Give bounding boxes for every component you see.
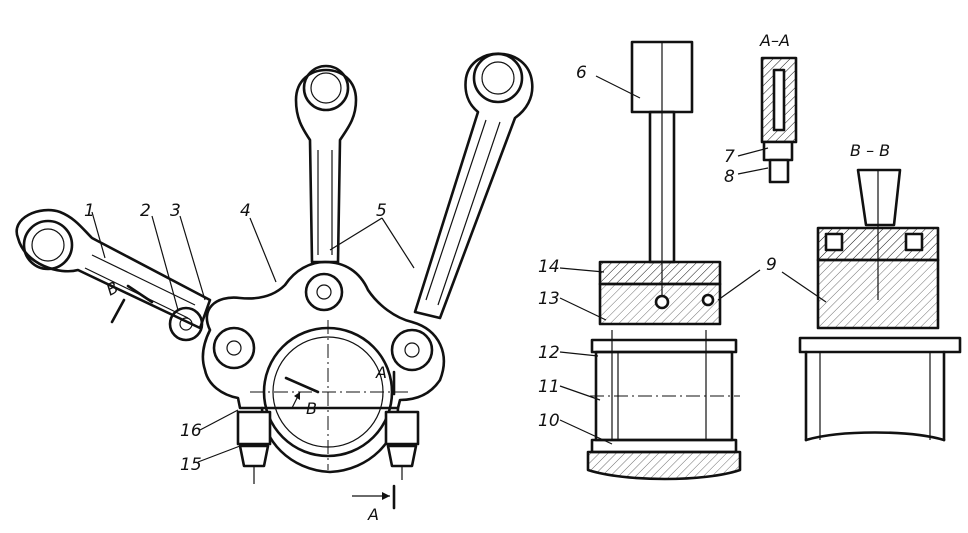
label-6: 6 bbox=[576, 63, 587, 83]
label-16: 16 bbox=[180, 421, 202, 441]
big-end-section-view bbox=[559, 40, 761, 481]
label-11: 11 bbox=[538, 377, 560, 397]
label-8: 8 bbox=[724, 167, 735, 187]
label-4: 4 bbox=[240, 201, 251, 221]
section-a-a-view bbox=[737, 56, 798, 184]
label-3: 3 bbox=[170, 201, 181, 221]
section-b-b-title: B – B bbox=[850, 141, 890, 160]
section-b-mark: B bbox=[306, 399, 317, 418]
section-a-mark-bottom: A bbox=[367, 505, 379, 524]
label-5: 5 bbox=[376, 201, 387, 221]
label-1: 1 bbox=[84, 201, 95, 221]
label-2: 2 bbox=[140, 201, 151, 221]
label-9: 9 bbox=[766, 255, 777, 275]
label-7: 7 bbox=[724, 147, 735, 167]
label-15: 15 bbox=[180, 455, 202, 475]
label-10: 10 bbox=[538, 411, 560, 431]
section-a-mark-top: A bbox=[375, 363, 387, 382]
label-13: 13 bbox=[538, 289, 560, 309]
section-a-a-title: A–A bbox=[759, 31, 790, 50]
label-14: 14 bbox=[538, 257, 560, 277]
section-b-b-view bbox=[781, 168, 962, 442]
label-12: 12 bbox=[538, 343, 560, 363]
master-rod-view bbox=[15, 52, 534, 510]
